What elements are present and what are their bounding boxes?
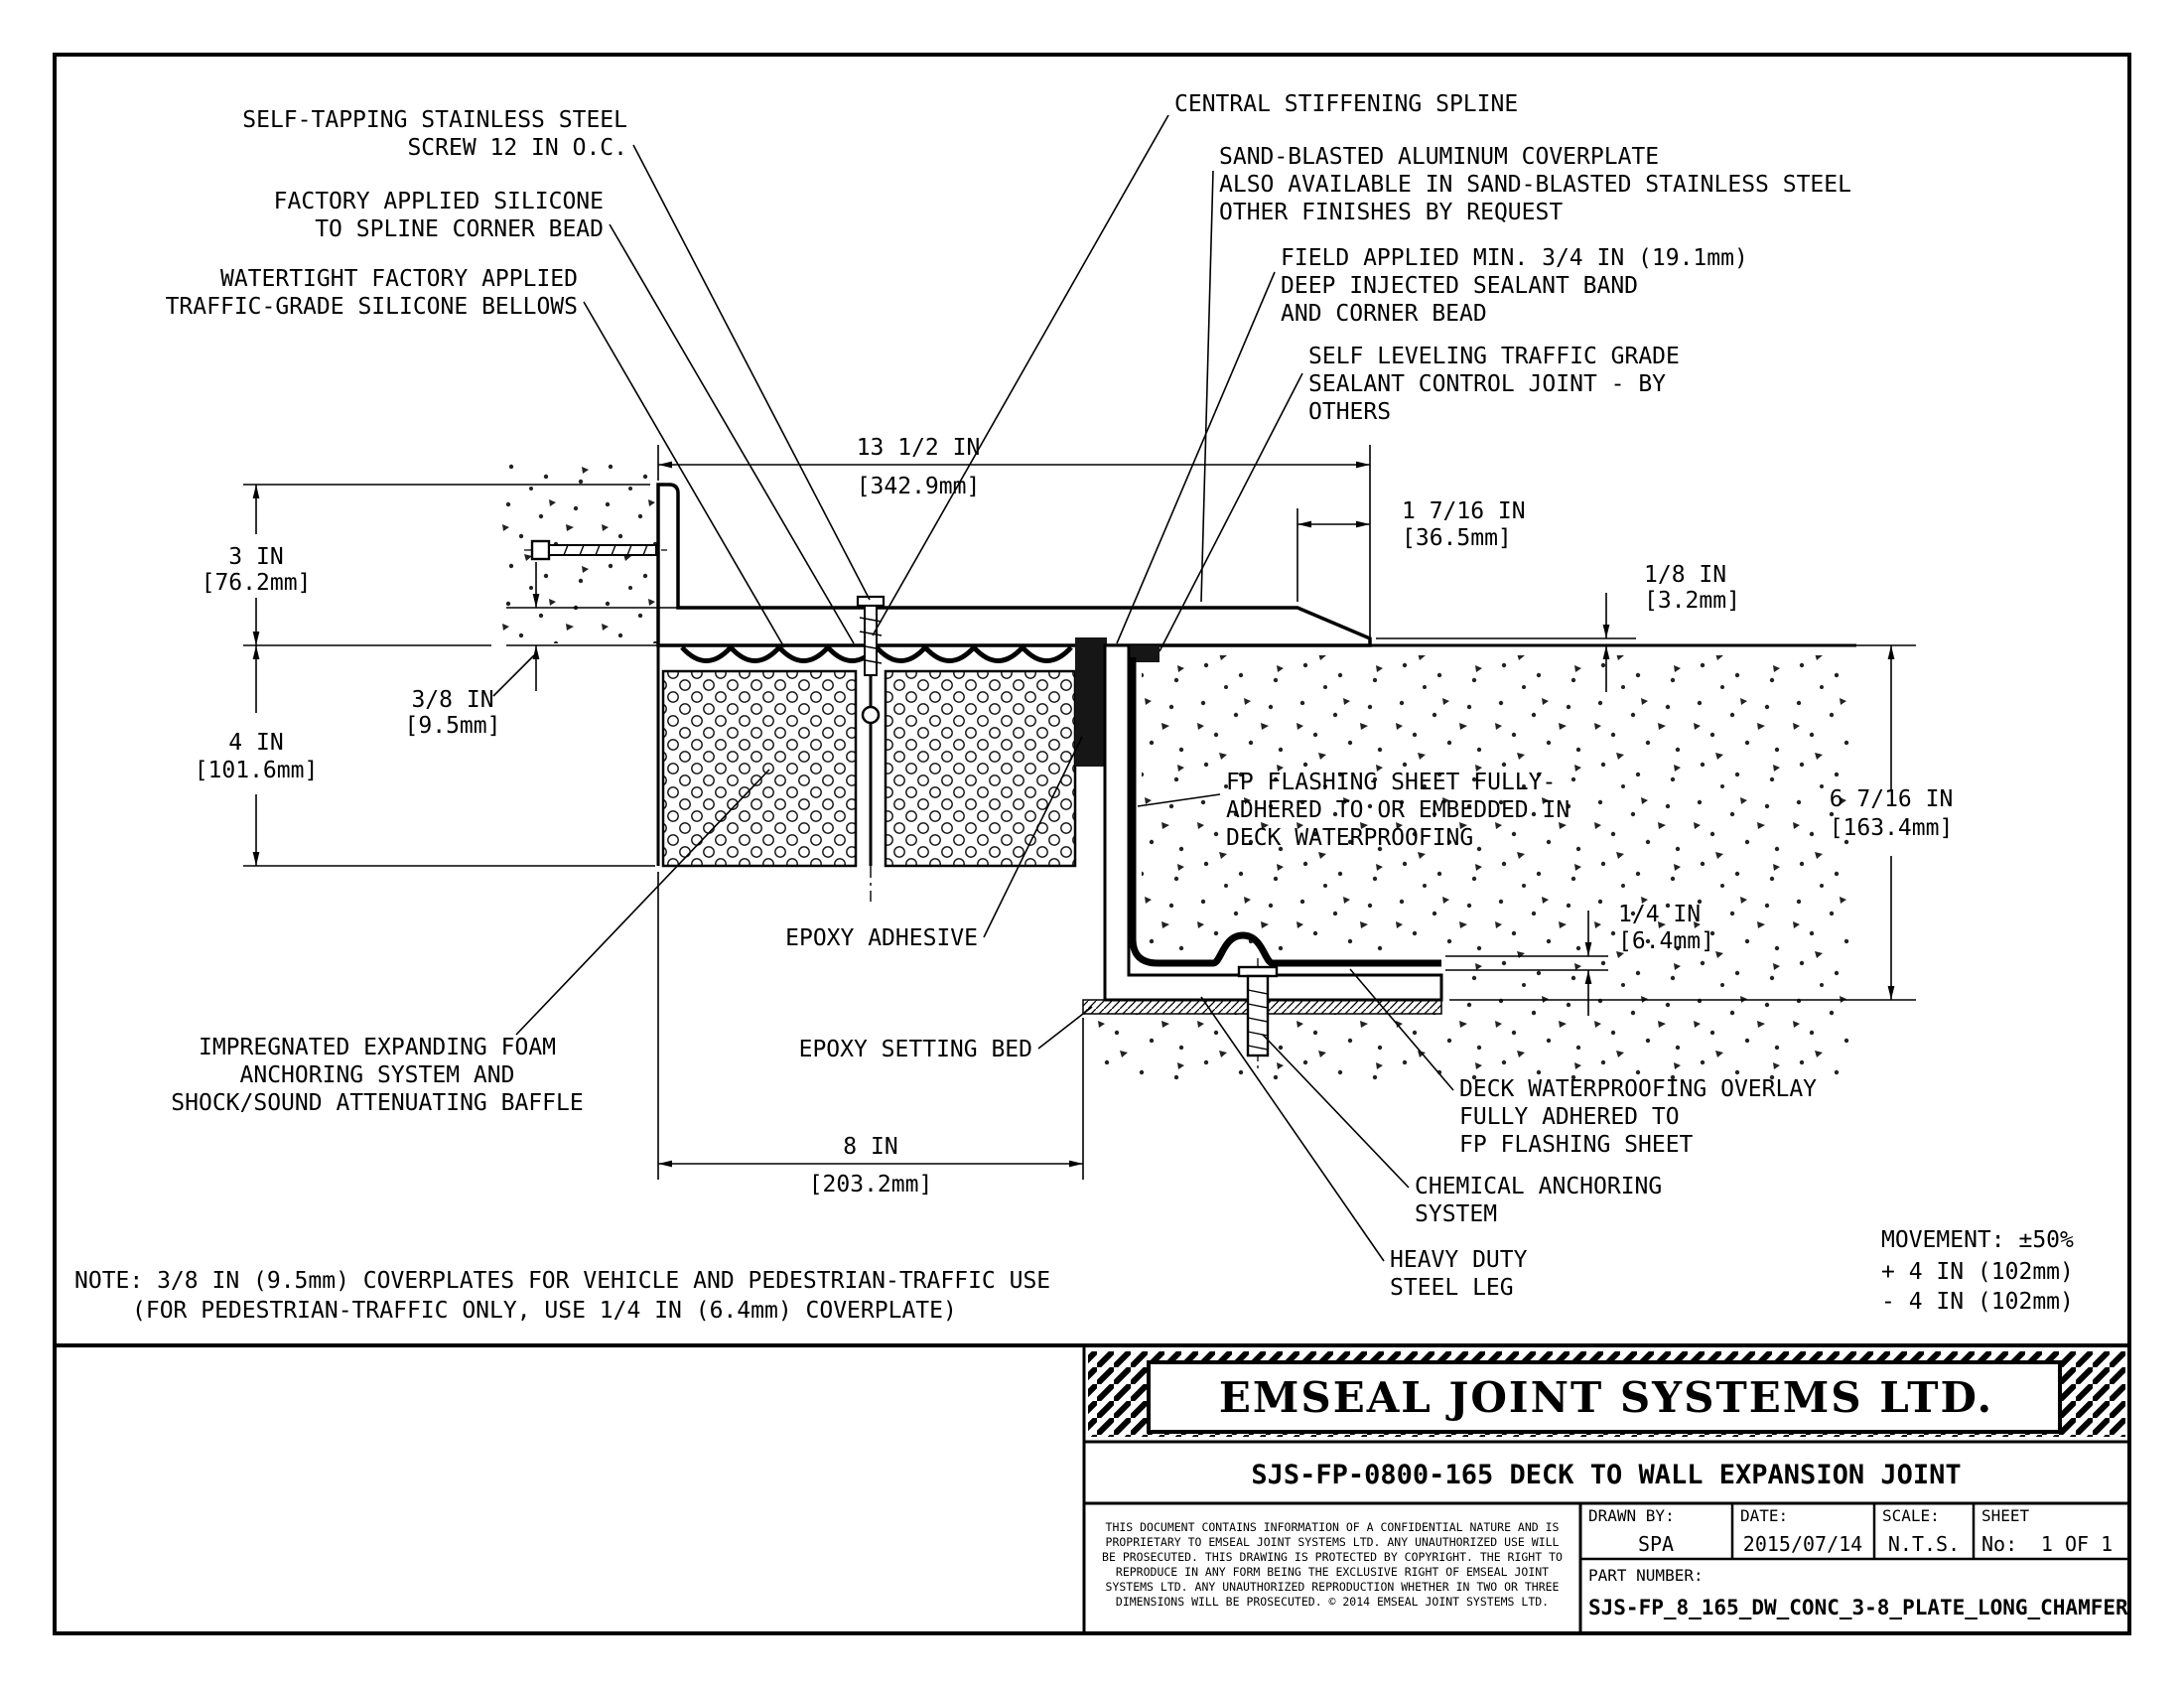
- fp-flashing-sheet: [1129, 657, 1441, 967]
- coverplate: [656, 483, 1372, 647]
- dim-6-7-16-in: 6 7/16 IN: [1830, 786, 1954, 812]
- sheet-label: SHEET: [1981, 1506, 2030, 1525]
- dim-3-8-in: 3/8 IN: [411, 687, 493, 713]
- callout-coverplate-line1: SAND-BLASTED ALUMINUM COVERPLATE: [1219, 144, 1659, 170]
- callout-spline-line1: CENTRAL STIFFENING SPLINE: [1174, 91, 1518, 117]
- callout-fp-flashing-line2: ADHERED TO OR EMBEDDED IN: [1226, 797, 1570, 823]
- note-line1: NOTE: 3/8 IN (9.5mm) COVERPLATES FOR VEH…: [74, 1268, 1050, 1294]
- callout-overlay-line3: FP FLASHING SHEET: [1459, 1132, 1694, 1158]
- scale-label: SCALE:: [1882, 1506, 1940, 1525]
- dim-6-7-16-mm: [163.4mm]: [1830, 815, 1954, 841]
- part-number-value: SJS-FP_8_165_DW_CONC_3-8_PLATE_LONG_CHAM…: [1588, 1596, 2128, 1619]
- part-number-label: PART NUMBER:: [1588, 1566, 1704, 1585]
- section-drawing: [491, 462, 1856, 1080]
- sheet-value: 1 OF 1: [2041, 1532, 2113, 1556]
- scale-value: N.T.S.: [1888, 1532, 1960, 1556]
- callout-control-joint-line3: OTHERS: [1308, 399, 1391, 425]
- callout-steel-leg-line1: HEAVY DUTY: [1390, 1247, 1528, 1273]
- leader-lines: [515, 114, 1454, 1262]
- callout-screw-line1: SELF-TAPPING STAINLESS STEEL: [242, 107, 627, 133]
- callout-silicone-line1: FACTORY APPLIED SILICONE: [274, 189, 604, 214]
- callout-bellows-line1: WATERTIGHT FACTORY APPLIED: [220, 266, 578, 292]
- company-name: EMSEAL JOINT SYSTEMS LTD.: [1219, 1373, 1993, 1422]
- dim-1-8-in: 1/8 IN: [1644, 562, 1726, 588]
- dim-1-7-16-mm: [36.5mm]: [1402, 525, 1512, 551]
- callout-chemical-line1: CHEMICAL ANCHORING: [1415, 1174, 1662, 1199]
- callout-screw-line2: SCREW 12 IN O.C.: [407, 135, 627, 161]
- callout-overlay-line2: FULLY ADHERED TO: [1459, 1104, 1680, 1130]
- callout-control-joint-line2: SEALANT CONTROL JOINT - BY: [1308, 371, 1666, 397]
- dim-13-5-mm: [342.9mm]: [857, 474, 981, 499]
- callout-bellows-line2: TRAFFIC-GRADE SILICONE BELLOWS: [166, 294, 578, 320]
- self-tapping-screw: [856, 595, 886, 676]
- movement-line2: + 4 IN (102mm): [1881, 1259, 2074, 1285]
- callout-sealant-band-line3: AND CORNER BEAD: [1281, 301, 1487, 327]
- note-line2: (FOR PEDESTRIAN-TRAFFIC ONLY, USE 1/4 IN…: [132, 1298, 957, 1324]
- central-spline: [861, 596, 881, 902]
- callout-coverplate-line2: ALSO AVAILABLE IN SAND-BLASTED STAINLESS…: [1219, 172, 1851, 198]
- dim-4-mm: [101.6mm]: [195, 758, 319, 783]
- callout-sealant-band-line2: DEEP INJECTED SEALANT BAND: [1281, 273, 1638, 299]
- dim-13-5-in: 13 1/2 IN: [857, 435, 981, 461]
- disclaimer-line5: SYSTEMS LTD. ANY UNAUTHORIZED REPRODUCTI…: [1106, 1580, 1560, 1594]
- dim-1-7-16-in: 1 7/16 IN: [1402, 498, 1526, 524]
- dim-1-4-in: 1/4 IN: [1618, 902, 1701, 927]
- drawing-title: SJS-FP-0800-165 DECK TO WALL EXPANSION J…: [1251, 1460, 1961, 1490]
- dimension-lines: [243, 445, 1916, 1180]
- callout-overlay-line1: DECK WATERPROOFING OVERLAY: [1459, 1076, 1817, 1102]
- dim-8-in: 8 IN: [843, 1134, 897, 1160]
- date-label: DATE:: [1740, 1506, 1788, 1525]
- dim-8-mm: [203.2mm]: [809, 1172, 933, 1197]
- disclaimer-line2: PROPRIETARY TO EMSEAL JOINT SYSTEMS LTD.…: [1106, 1535, 1560, 1549]
- callout-chemical-line2: SYSTEM: [1415, 1201, 1497, 1227]
- disclaimer-line4: REPRODUCE IN ANY FORM BEING THE EXCLUSIV…: [1116, 1565, 1549, 1579]
- foam-block-right: [884, 669, 1077, 868]
- foam-block-left: [661, 669, 858, 868]
- movement-line1: MOVEMENT: ±50%: [1881, 1227, 2074, 1253]
- company-box: [1147, 1360, 2062, 1434]
- dim-4-in: 4 IN: [228, 730, 283, 756]
- dim-3-in: 3 IN: [228, 544, 283, 570]
- callout-control-joint-line1: SELF LEVELING TRAFFIC GRADE: [1308, 344, 1680, 369]
- concrete-deck-right: [1092, 655, 1852, 1080]
- callout-fp-flashing-line1: FP FLASHING SHEET FULLY-: [1226, 770, 1556, 795]
- callout-foam-line3: SHOCK/SOUND ATTENUATING BAFFLE: [171, 1090, 583, 1116]
- callout-texts: SELF-TAPPING STAINLESS STEEL SCREW 12 IN…: [166, 91, 1851, 1301]
- callout-foam-line1: IMPREGNATED EXPANDING FOAM: [199, 1035, 556, 1060]
- date-value: 2015/07/14: [1743, 1532, 1862, 1556]
- callout-coverplate-line3: OTHER FINISHES BY REQUEST: [1219, 200, 1563, 225]
- disclaimer-line3: BE PROSECUTED. THIS DRAWING IS PROTECTED…: [1102, 1550, 1563, 1564]
- notes: NOTE: 3/8 IN (9.5mm) COVERPLATES FOR VEH…: [74, 1227, 2074, 1324]
- sheet-border: [53, 53, 2131, 1635]
- movement-line3: - 4 IN (102mm): [1881, 1289, 2074, 1315]
- callout-silicone-line2: TO SPLINE CORNER BEAD: [315, 216, 604, 242]
- callout-sealant-band-line1: FIELD APPLIED MIN. 3/4 IN (19.1mm): [1281, 245, 1748, 271]
- callout-fp-flashing-line3: DECK WATERPROOFING: [1226, 825, 1473, 851]
- dimension-texts: 13 1/2 IN [342.9mm] 1 7/16 IN [36.5mm] 1…: [195, 435, 1954, 1197]
- dim-1-4-mm: [6.4mm]: [1618, 928, 1714, 954]
- disclaimer-line1: THIS DOCUMENT CONTAINS INFORMATION OF A …: [1106, 1520, 1560, 1534]
- wall-anchor-screw: [524, 539, 667, 561]
- dim-3-8-mm: [9.5mm]: [405, 713, 501, 739]
- disclaimer: THIS DOCUMENT CONTAINS INFORMATION OF A …: [1102, 1520, 1563, 1609]
- callout-foam-line2: ANCHORING SYSTEM AND: [240, 1062, 515, 1088]
- dim-1-8-mm: [3.2mm]: [1644, 588, 1740, 614]
- drawn-by-value: SPA: [1638, 1532, 1674, 1556]
- callout-steel-leg-line2: STEEL LEG: [1390, 1275, 1514, 1301]
- dim-3-mm: [76.2mm]: [202, 570, 312, 596]
- disclaimer-line6: DIMENSIONS WILL BE PROSECUTED. © 2014 EM…: [1116, 1595, 1549, 1609]
- drawn-by-label: DRAWN BY:: [1588, 1506, 1675, 1525]
- title-block: EMSEAL JOINT SYSTEMS LTD. SJS-FP-0800-16…: [55, 1343, 2129, 1633]
- callout-epoxy-adhesive: EPOXY ADHESIVE: [785, 925, 978, 951]
- sheet-no-label: No:: [1981, 1532, 2017, 1556]
- callout-epoxy-bed: EPOXY SETTING BED: [799, 1037, 1032, 1062]
